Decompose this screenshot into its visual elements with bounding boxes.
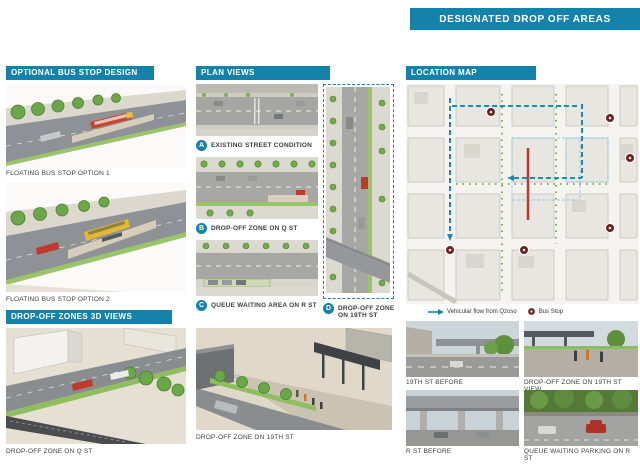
caption-3d-q-st: DROP-OFF ZONE ON Q ST — [6, 448, 93, 455]
plan-b-drop-off-zone-q-st — [196, 157, 318, 219]
freeway — [406, 271, 458, 304]
flow-arrowhead — [447, 234, 453, 241]
plan-letter-badge-a: A — [196, 140, 207, 151]
legend-item-vehicular-flow: Vehicular flow from Qzoso — [428, 308, 517, 316]
drop-off-zone-q-st-3d-view — [6, 328, 186, 444]
plan-label-text-a: EXISTING STREET CONDITION — [211, 142, 313, 149]
caption-photo-1: 19TH ST BEFORE — [406, 379, 464, 386]
vehicular-flow-route — [449, 98, 583, 232]
three-d-views-header: DROP-OFF ZONES 3D VIEWS — [6, 310, 172, 324]
plan-letter-badge-d: D — [323, 303, 334, 314]
caption-photo-2: DROP-OFF ZONE ON 19TH ST VIEW — [524, 379, 622, 393]
red-car — [586, 424, 606, 433]
caption-bus-stop-option-2: FLOATING BUS STOP OPTION 2 — [6, 296, 110, 303]
flow-arrowhead — [507, 175, 514, 181]
plan-label-a: A EXISTING STREET CONDITION — [196, 140, 326, 151]
trees — [329, 95, 337, 281]
plan-letter-badge-b: B — [196, 223, 207, 234]
location-map-graphic — [406, 84, 639, 304]
plan-label-text-d: DROP-OFF ZONE ON 19TH ST — [338, 305, 395, 319]
canopy — [314, 342, 380, 370]
legend-label-bus-stop: Bus Stop — [538, 308, 564, 315]
trees — [200, 160, 316, 168]
trees — [206, 209, 254, 217]
plan-d-frame — [323, 84, 394, 299]
legend-item-bus-stop: Bus Stop — [527, 307, 563, 316]
bus-stop-design-header: OPTIONAL BUS STOP DESIGN — [6, 66, 154, 80]
people — [296, 390, 323, 409]
study-area-outline-2 — [565, 137, 609, 183]
location-map-header: LOCATION MAP — [406, 66, 536, 80]
plan-label-b: B DROP-OFF ZONE ON Q ST — [196, 223, 326, 234]
bus-stop-markers — [445, 107, 635, 255]
caption-3d-19th-st: DROP-OFF ZONE ON 19TH ST — [196, 434, 294, 441]
plan-label-c: C QUEUE WAITING AREA ON R ST — [196, 300, 326, 311]
car — [214, 400, 238, 414]
map-legend: Vehicular flow from Qzoso Bus Stop — [428, 307, 563, 316]
plan-label-d: D DROP-OFF ZONE ON 19TH ST — [323, 303, 395, 319]
city-blocks — [407, 85, 638, 301]
floating-bus-stop-option-1-render — [6, 84, 186, 168]
photo-drop-off-19th-view — [524, 321, 638, 377]
caption-bus-stop-option-1: FLOATING BUS STOP OPTION 1 — [6, 170, 110, 177]
plan-label-text-c: QUEUE WAITING AREA ON R ST — [211, 302, 317, 309]
plan-d-drop-off-zone-19th-st — [326, 87, 390, 293]
trees — [10, 93, 121, 120]
drop-off-zone-19th-st-3d-view — [196, 328, 392, 430]
drop-off-marker — [361, 177, 368, 189]
photo-queue-waiting-parking-r-st — [524, 390, 638, 446]
photo-19th-st-before — [406, 321, 519, 377]
trees — [123, 366, 185, 397]
bus-shelter — [296, 190, 305, 195]
people — [573, 349, 604, 362]
street-trees — [456, 94, 608, 294]
vehicular-flow-arrow-icon — [428, 308, 444, 315]
plan-c-queue-waiting-area-r-st — [196, 240, 318, 296]
board-title-banner: DESIGNATED DROP OFF AREAS — [410, 8, 640, 30]
caption-photo-4: QUEUE WAITING PARKING ON R ST — [524, 448, 631, 462]
trees — [214, 370, 292, 400]
trees — [10, 196, 110, 226]
plan-letter-badge-c: C — [196, 300, 207, 311]
photo-r-st-before — [406, 390, 519, 446]
trees — [202, 242, 310, 250]
board-title: DESIGNATED DROP OFF AREAS — [439, 13, 611, 25]
plan-views-header: PLAN VIEWS — [196, 66, 330, 80]
floating-bus-stop-option-2-render — [6, 182, 186, 292]
plan-a-existing-street — [196, 84, 318, 136]
caption-photo-3: R ST BEFORE — [406, 448, 452, 455]
legend-label-vehicular-flow: Vehicular flow from Qzoso — [447, 308, 517, 315]
car — [72, 379, 93, 391]
trees — [378, 99, 386, 287]
plan-label-text-b: DROP-OFF ZONE ON Q ST — [211, 225, 298, 232]
bus-stop-marker-icon — [527, 307, 536, 316]
